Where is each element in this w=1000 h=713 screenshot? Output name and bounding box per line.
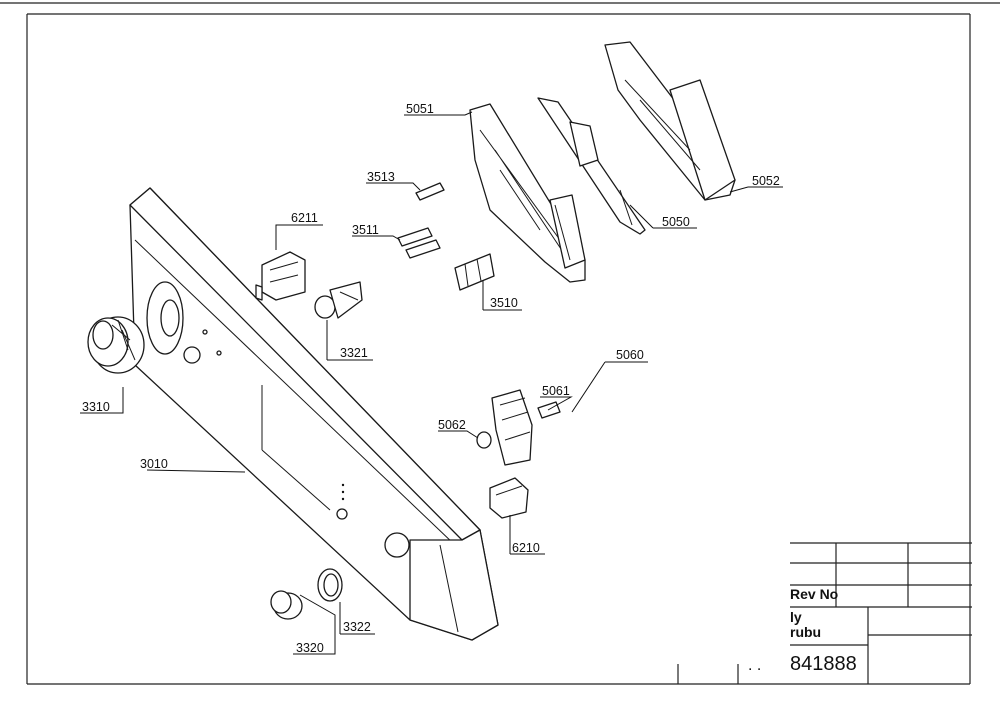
- switch-6210: [489, 477, 529, 519]
- label-3010: 3010: [140, 457, 168, 471]
- title-block-rev-label: Rev No: [790, 586, 838, 602]
- label-3510: 3510: [490, 296, 518, 310]
- label-3322: 3322: [343, 620, 371, 634]
- label-5051: 5051: [406, 102, 434, 116]
- lamp-5062: [476, 431, 492, 449]
- label-6211: 6211: [291, 211, 318, 225]
- push-button-3320: [270, 590, 303, 620]
- label-5050: 5050: [662, 215, 690, 229]
- ring-3322: [317, 568, 343, 602]
- housing-5052: [604, 41, 736, 201]
- switch-6211: [255, 251, 306, 301]
- title-block-line1: ly: [790, 609, 802, 625]
- title-block-line2: rubu: [790, 624, 821, 640]
- label-6210: 6210: [512, 541, 540, 555]
- bracket-5051: [469, 103, 586, 283]
- label-3310: 3310: [82, 400, 110, 414]
- title-block: Rev No ly rubu 841888 . .: [677, 542, 972, 684]
- part-labels: 3010 3310 3320 3321 3322 3510 3511 3513 …: [82, 102, 780, 655]
- pins-3511: [397, 227, 441, 259]
- connector-3510: [454, 253, 495, 291]
- title-block-obscured-prefix: . .: [748, 657, 761, 674]
- knob-3310: [87, 316, 145, 374]
- label-3513: 3513: [367, 170, 395, 184]
- drawing-frame: [0, 2, 1000, 685]
- title-block-drawing-number: 841888: [790, 653, 857, 675]
- label-5062: 5062: [438, 418, 466, 432]
- lamp-holder-3321: [314, 281, 363, 319]
- pcb-5050: [537, 97, 646, 235]
- clip-3513: [415, 182, 445, 201]
- label-5060: 5060: [616, 348, 644, 362]
- switch-assembly-5061: [491, 389, 561, 466]
- label-3511: 3511: [352, 223, 379, 237]
- label-5061: 5061: [542, 384, 570, 398]
- label-3321: 3321: [340, 346, 368, 360]
- label-5052: 5052: [752, 174, 780, 188]
- leader-lines: [80, 111, 783, 655]
- label-3320: 3320: [296, 641, 324, 655]
- fascia-panel-3010: [129, 187, 499, 641]
